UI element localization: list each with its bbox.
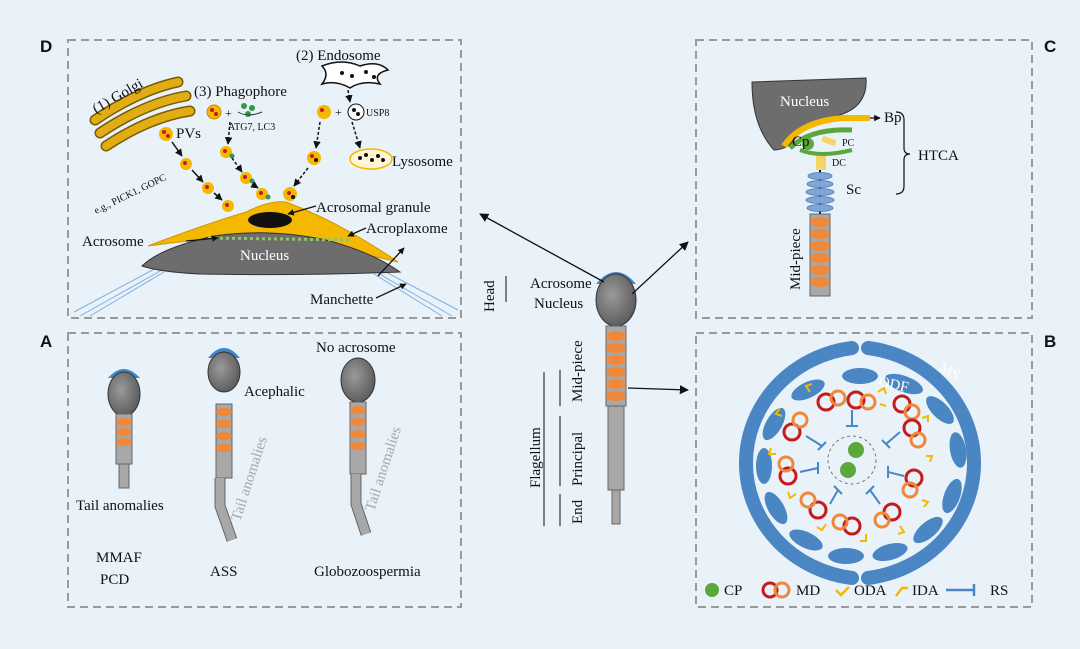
- legend-md-icon-orange: [773, 581, 791, 599]
- lysosome-label: Lysosome: [392, 154, 453, 170]
- atg-label: ATG7, LC3: [228, 122, 275, 133]
- microtubule-doublets: [777, 389, 927, 536]
- capitulum: [788, 127, 853, 150]
- htca-midpiece-label: Mid-piece: [788, 228, 804, 290]
- ass-label: ASS: [210, 564, 238, 580]
- sperm-acrosome-label: Acrosome: [530, 276, 592, 292]
- connector-arrows: [479, 213, 689, 395]
- acrosomal-granule-label: Acrosomal granule: [316, 200, 431, 216]
- panel-c: C Nucleus Bp Cp PC DC Sc HTCA: [695, 37, 1056, 319]
- mmaf-tail-anomalies-label: Tail anomalies: [76, 498, 164, 514]
- proximal-centriole: [821, 135, 837, 147]
- panel-a-border: [67, 332, 462, 608]
- panel-d-letter: D: [40, 37, 52, 56]
- sperm-nucleus-label: Nucleus: [534, 296, 583, 312]
- lysosome-icon: [349, 148, 393, 170]
- phagophore-label: (3) Phagophore: [194, 84, 287, 100]
- legend-cp-icon: [705, 583, 719, 597]
- acroplaxome-band: [207, 236, 353, 242]
- bp-label: Bp: [884, 110, 902, 126]
- basal-plate: [781, 115, 870, 148]
- panel-d-border: [67, 39, 462, 319]
- axoneme-legend: CP MD ODA IDA RS: [705, 581, 1008, 599]
- center-sperm: [595, 272, 637, 525]
- htca-nucleus-label: Nucleus: [780, 94, 829, 110]
- spermatid-nucleus-label: Nucleus: [240, 248, 289, 264]
- pv-vesicles: [159, 105, 331, 212]
- pvs-label: PVs: [176, 126, 201, 142]
- acroplaxome-label: Acroplaxome: [366, 221, 448, 237]
- sperm-ass-tail: [214, 403, 238, 542]
- sperm-end-label: End: [570, 499, 586, 524]
- sperm-globozoospermia: [340, 357, 376, 536]
- sperm-flagellum-label: Flagellum: [528, 427, 544, 488]
- legend-md-label: MD: [796, 583, 820, 599]
- panel-c-letter: C: [1044, 37, 1056, 56]
- manchette-label: Manchette: [310, 292, 374, 308]
- mitochondrial-sheath-left: [739, 341, 859, 585]
- legend-cp-label: CP: [724, 583, 742, 599]
- panel-b-letter: B: [1044, 332, 1056, 351]
- mmaf-label: MMAF: [96, 550, 142, 566]
- sperm-mmaf: [107, 369, 141, 489]
- legend-rs-label: RS: [990, 583, 1008, 599]
- dynein-arms: [767, 383, 934, 542]
- svg-text:+: +: [335, 105, 342, 119]
- pc-label: PC: [842, 138, 855, 149]
- svg-text:+: +: [225, 106, 232, 120]
- outer-dense-fibers: [756, 368, 967, 564]
- sperm-head-label: Head: [482, 280, 498, 312]
- eg-label: e.g., PICK1, GOPC: [92, 172, 168, 217]
- ass-tail-anomalies-label: Tail anomalies: [229, 435, 271, 523]
- no-acrosome-label: No acrosome: [316, 340, 396, 356]
- usp8-label: USP8: [366, 108, 389, 119]
- central-sheath: [827, 435, 877, 485]
- legend-md-icon-red: [761, 581, 779, 599]
- central-pair-top: [848, 442, 864, 458]
- capitulum-lower: [799, 148, 853, 156]
- distal-centriole: [816, 156, 826, 170]
- panel-c-border: [695, 39, 1033, 319]
- phagophore-vesicles: +: [206, 103, 263, 120]
- cp-label: Cp: [792, 134, 810, 150]
- htca-nucleus: [751, 77, 867, 151]
- endosome-label: (2) Endosome: [296, 48, 381, 64]
- panel-a-letter: A: [40, 332, 52, 351]
- legend-oda-icon: [835, 586, 850, 597]
- panel-b: B MS ODF: [695, 332, 1056, 608]
- legend-ida-label: IDA: [912, 583, 939, 599]
- sc-label: Sc: [846, 182, 861, 198]
- manchette-lines: [73, 265, 459, 317]
- usp8-icon: [347, 103, 365, 121]
- radial-spokes: [799, 410, 905, 505]
- endosome-icon: [319, 61, 390, 89]
- dc-label: DC: [832, 158, 846, 169]
- legend-oda-label: ODA: [854, 583, 887, 599]
- panel-a: A Tail anomalies MMAF PCD Acep: [40, 332, 462, 608]
- pathway-arrows: [171, 89, 362, 201]
- htca-label: HTCA: [918, 148, 959, 164]
- segmented-columns: [805, 172, 835, 212]
- acrosomal-granule-icon: [248, 212, 292, 228]
- sperm-ass-head: [207, 348, 241, 393]
- golgi-icon: [89, 76, 196, 152]
- acephalic-label: Acephalic: [244, 384, 305, 400]
- cp-dot: [802, 138, 814, 150]
- acrosome-label: Acrosome: [82, 234, 144, 250]
- central-pair-bottom: [840, 462, 856, 478]
- panel-d: D (1) Golgi (2) Endosome (3) Phagophore …: [40, 37, 462, 319]
- legend-ida-icon: [895, 586, 908, 597]
- htca-bracket: [895, 111, 911, 195]
- sperm-principal-label: Principal: [570, 432, 586, 486]
- pcd-label: PCD: [100, 572, 129, 588]
- sperm-midpiece-label: Mid-piece: [570, 340, 586, 402]
- globo-tail-anomalies-label: Tail anomalies: [363, 425, 405, 513]
- globozoospermia-label: Globozoospermia: [314, 564, 421, 580]
- panel-b-border: [695, 332, 1033, 608]
- htca-midpiece: [809, 213, 831, 297]
- mitochondrial-sheath-right: [861, 341, 981, 585]
